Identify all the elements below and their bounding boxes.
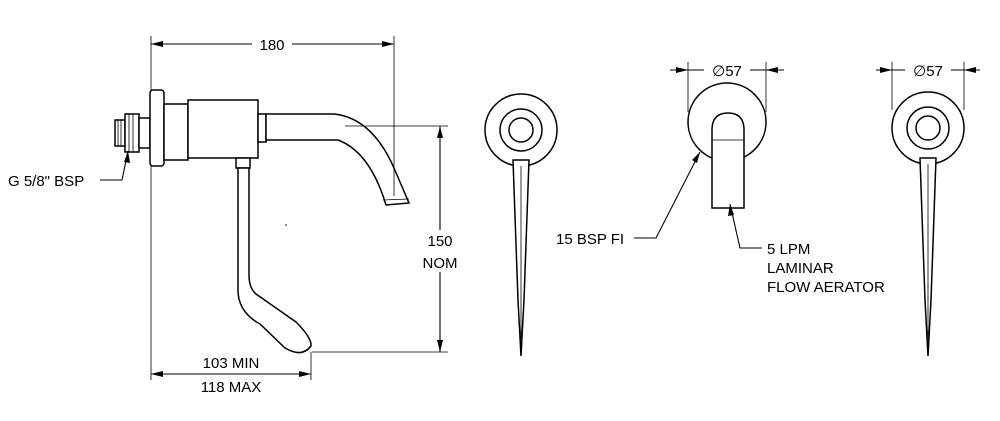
spout: [265, 113, 411, 206]
dim-height: 150 NOM: [312, 125, 462, 353]
front-spindle: [508, 117, 534, 143]
diameter-b-label: ∅57: [913, 63, 943, 80]
callout-inlet: G 5/8" BSP: [8, 150, 130, 190]
wall-flange: [149, 89, 165, 167]
overall-length-label: 180: [259, 37, 284, 54]
height-label: 150: [427, 233, 452, 250]
spout-view: ∅57: [670, 60, 784, 209]
callout-aerator: 5 LPM LAMINAR FLOW AERATOR: [728, 203, 885, 296]
elbow-lever: [237, 167, 312, 354]
aerator-line2: LAMINAR: [767, 260, 834, 277]
front-view: [484, 93, 558, 357]
dim-overall-length: 180: [150, 34, 395, 196]
fixing-label: 15 BSP FI: [556, 231, 624, 248]
projection-max-label: 118 MAX: [201, 379, 262, 396]
front-flange-inner: [499, 108, 543, 152]
spout-outlet: [711, 112, 745, 209]
diameter-a-label: ∅57: [712, 63, 742, 80]
callout-fixing: 15 BSP FI: [556, 151, 701, 248]
inlet-thread: [138, 117, 151, 149]
right-spindle: [915, 115, 941, 141]
right-view: ∅57: [876, 60, 980, 357]
body-nipple: [257, 113, 267, 143]
front-flange: [484, 93, 558, 167]
side-view: [114, 89, 411, 354]
aerator-line1: 5 LPM: [767, 241, 810, 258]
spindle-collar: [163, 103, 189, 161]
aerator-line3: FLOW AERATOR: [767, 279, 885, 296]
projection-min-label: 103 MIN: [203, 355, 260, 372]
inlet-nut-body: [124, 113, 140, 153]
valve-body: [187, 99, 259, 159]
dim-projection: 103 MIN 118 MAX: [150, 166, 312, 396]
inlet-thread-label: G 5/8" BSP: [8, 173, 84, 190]
lever-hub: [235, 157, 251, 169]
right-flange: [891, 91, 965, 165]
inlet-nut: [114, 119, 126, 147]
right-flange-inner: [906, 106, 950, 150]
height-nom-label: NOM: [423, 255, 458, 272]
